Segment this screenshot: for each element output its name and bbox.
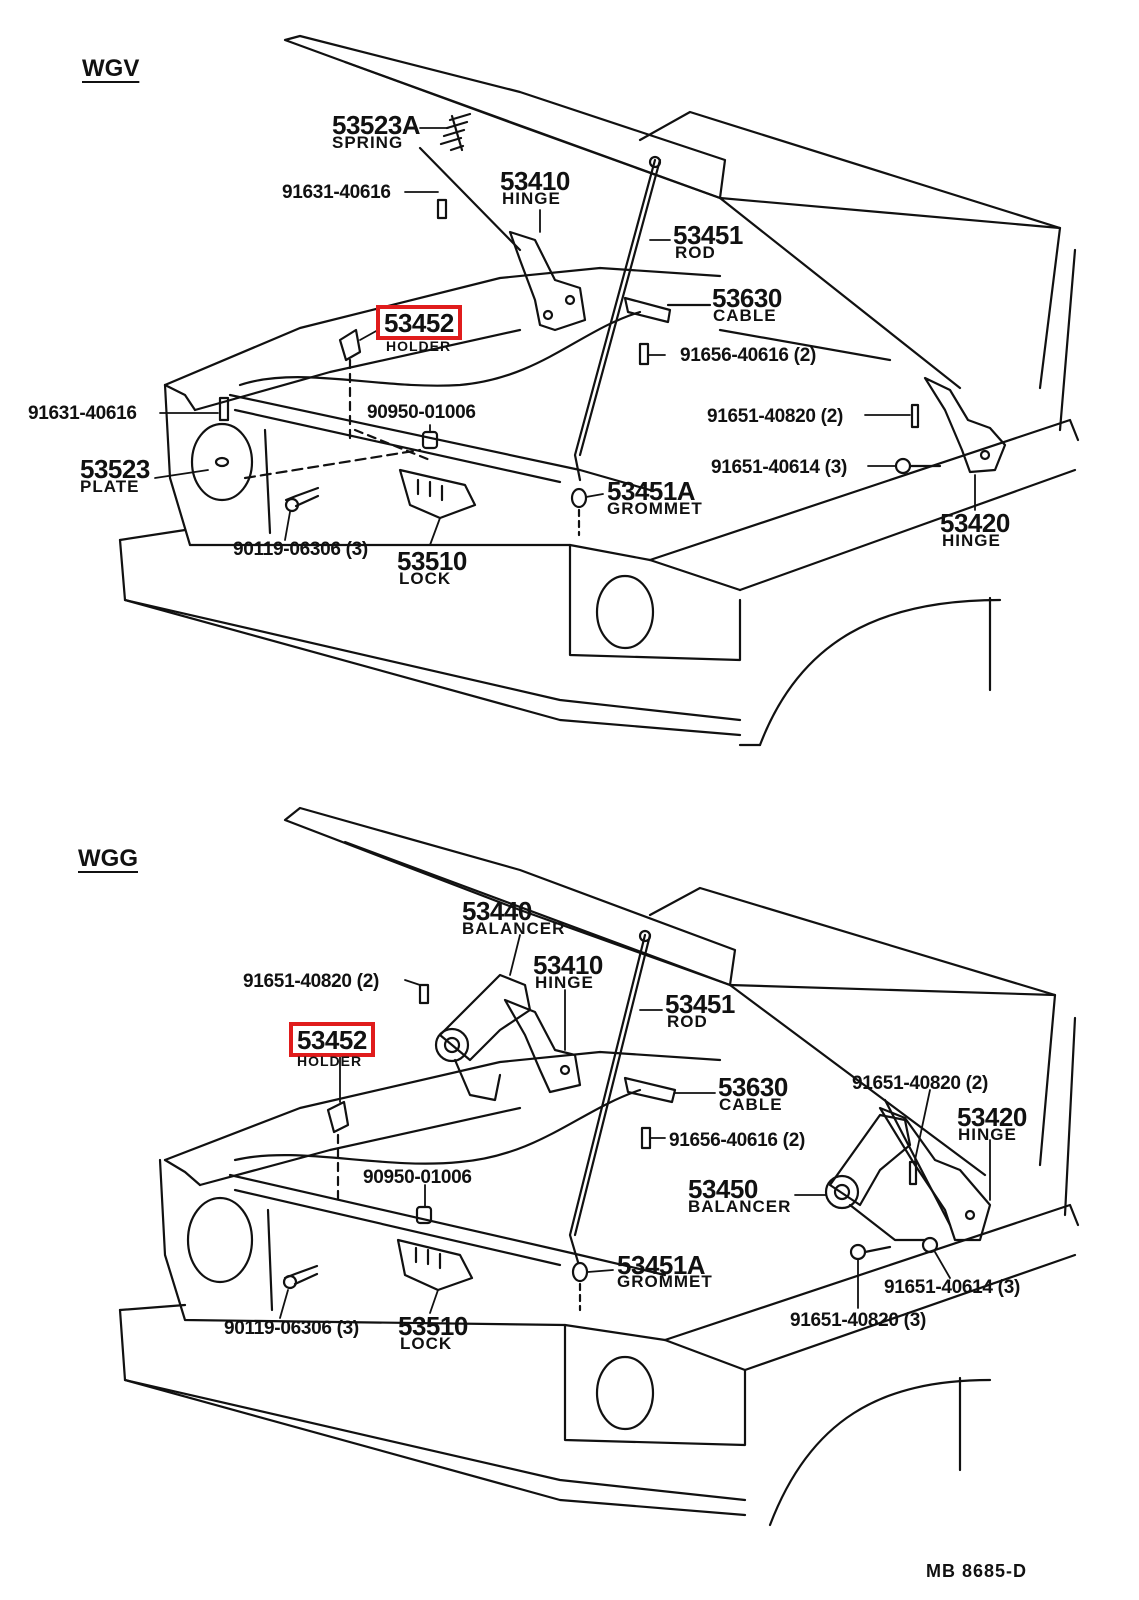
label-rod-name: ROD (667, 1012, 708, 1031)
label-plate-name: PLATE (80, 477, 140, 496)
label-rod-number: 53451 (673, 220, 743, 250)
label-bolt-91651-40820-upper: 91651-40820 (2) (243, 971, 379, 992)
label-holder-name: HOLDER (297, 1053, 363, 1069)
label-cable-number: 53630 (712, 283, 782, 313)
top-vehicle-outline (118, 34, 1080, 747)
label-lock-number: 53510 (398, 1311, 468, 1341)
bottom-leaders (279, 934, 991, 1319)
top-parts (218, 112, 1007, 537)
label-cable-number: 53630 (718, 1072, 788, 1102)
label-rod-number: 53451 (665, 989, 735, 1019)
label-grommet-number: 53451A (607, 476, 696, 506)
label-holder-number-highlighted: 53452 (376, 305, 462, 340)
label-grommet-number: 53451A (617, 1250, 706, 1280)
label-bolt-91651-40820-right: 91651-40820 (2) (852, 1073, 988, 1094)
label-hinge-number: 53410 (533, 950, 603, 980)
label-plate-number: 53523 (80, 454, 150, 484)
label-bolt-91651-40614: 91651-40614 (3) (884, 1277, 1020, 1298)
label-hinge2-number: 53420 (957, 1102, 1027, 1132)
label-grommet-name: GROMMET (617, 1272, 713, 1291)
label-bolt-91631-upper: 91631-40616 (282, 182, 391, 203)
label-balancer-name: BALANCER (462, 919, 566, 938)
label-hinge2-name: HINGE (958, 1125, 1017, 1144)
section-title-wgv: WGV (82, 55, 140, 82)
label-lock-number: 53510 (397, 546, 467, 576)
label-balancer-number: 53440 (462, 896, 532, 926)
label-hinge-name: HINGE (502, 189, 561, 208)
label-cable-name: CABLE (719, 1095, 783, 1114)
label-lock-name: LOCK (400, 1334, 453, 1353)
label-bolt-91656: 91656-40616 (2) (680, 345, 816, 366)
label-bolt-90119: 90119-06306 (3) (224, 1318, 359, 1339)
label-bolt-91656: 91656-40616 (2) (669, 1130, 805, 1151)
label-lock-name: LOCK (399, 569, 452, 588)
label-rod-name: ROD (675, 243, 716, 262)
label-holder-number-highlighted: 53452 (289, 1022, 375, 1057)
label-grommet-name: GROMMET (607, 499, 703, 518)
label-cushion-90950: 90950-01006 (367, 402, 476, 423)
label-hinge-number: 53410 (500, 166, 570, 196)
section-title-wgg: WGG (78, 845, 138, 872)
label-spring-number: 53523A (332, 110, 421, 140)
label-holder-name: HOLDER (386, 338, 452, 354)
label-hinge2-number: 53420 (940, 508, 1010, 538)
label-bolt-91651-40820-lower: 91651-40820 (3) (790, 1310, 926, 1331)
label-bolt-91651-40820: 91651-40820 (2) (707, 406, 843, 427)
label-spring-name: SPRING (332, 133, 404, 152)
label-cushion-90950: 90950-01006 (363, 1167, 472, 1188)
diagram-code: MB 8685-D (926, 1561, 1028, 1581)
label-bolt-91651-40614: 91651-40614 (3) (711, 457, 847, 478)
label-hinge-name: HINGE (535, 973, 594, 992)
bottom-vehicle-outline (118, 806, 1080, 1527)
label-bolt-90119: 90119-06306 (3) (233, 539, 368, 560)
label-hinge2-name: HINGE (942, 531, 1001, 550)
label-bolt-91631-lower: 91631-40616 (28, 403, 137, 424)
label-balancer2-number: 53450 (688, 1174, 758, 1204)
label-cable-name: CABLE (713, 306, 777, 325)
label-balancer2-name: BALANCER (688, 1197, 792, 1216)
top-leaders (154, 127, 976, 546)
